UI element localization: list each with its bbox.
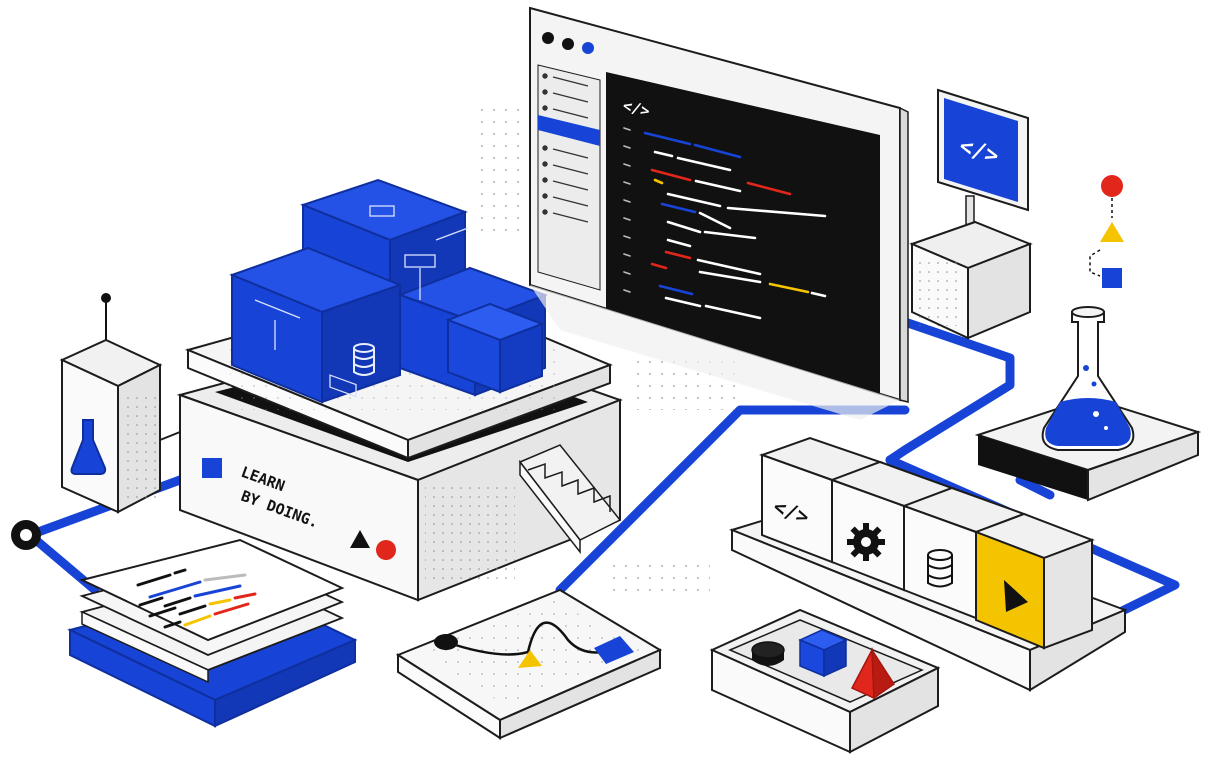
code-block[interactable]: </>: [759, 436, 883, 564]
code-pane[interactable]: [606, 72, 880, 395]
gear-block[interactable]: [829, 460, 955, 592]
flask-tower: [59, 293, 181, 514]
document-stack: [67, 538, 358, 728]
triangle-shape: [1100, 222, 1124, 242]
toolchain-row: </>: [729, 436, 1128, 692]
play-icon: [1004, 580, 1028, 612]
triangle-shape: [518, 650, 542, 668]
window-close-dot[interactable]: [542, 32, 554, 44]
play-block[interactable]: [973, 512, 1095, 650]
lab-flask-station: [974, 306, 1202, 502]
window-maximize-dot[interactable]: [582, 42, 594, 54]
flask-icon: [1041, 306, 1135, 451]
blue-cubes: [229, 178, 548, 404]
shape-tray: [709, 608, 941, 754]
cube-shape: [798, 629, 848, 678]
path-flow-tile: [395, 588, 663, 740]
triangle-shape: [350, 530, 370, 548]
flask-icon: [70, 419, 107, 475]
circle-shape: [1101, 175, 1123, 197]
code-lines: [623, 127, 827, 320]
database-icon: [353, 343, 375, 376]
sidebar-active-item[interactable]: [538, 115, 600, 146]
dot-grid: [610, 560, 710, 600]
gear-icon: [847, 523, 885, 561]
square-shape: [1102, 268, 1122, 288]
code-monitor: </>: [909, 88, 1033, 340]
circle-shape: [434, 634, 458, 650]
pyramid-shape: [850, 647, 896, 700]
database-icon: [927, 549, 953, 588]
code-editor-window: </>: [529, 6, 909, 420]
floating-shapes: [1089, 175, 1124, 288]
ring-connector: [11, 520, 41, 550]
circle-shape: [376, 540, 396, 560]
cylinder-shape: [751, 641, 785, 666]
square-shape: [594, 636, 634, 664]
window-minimize-dot[interactable]: [562, 38, 574, 50]
sidebar-items: [542, 73, 589, 223]
square-shape: [202, 458, 222, 478]
stairs: [518, 444, 622, 555]
